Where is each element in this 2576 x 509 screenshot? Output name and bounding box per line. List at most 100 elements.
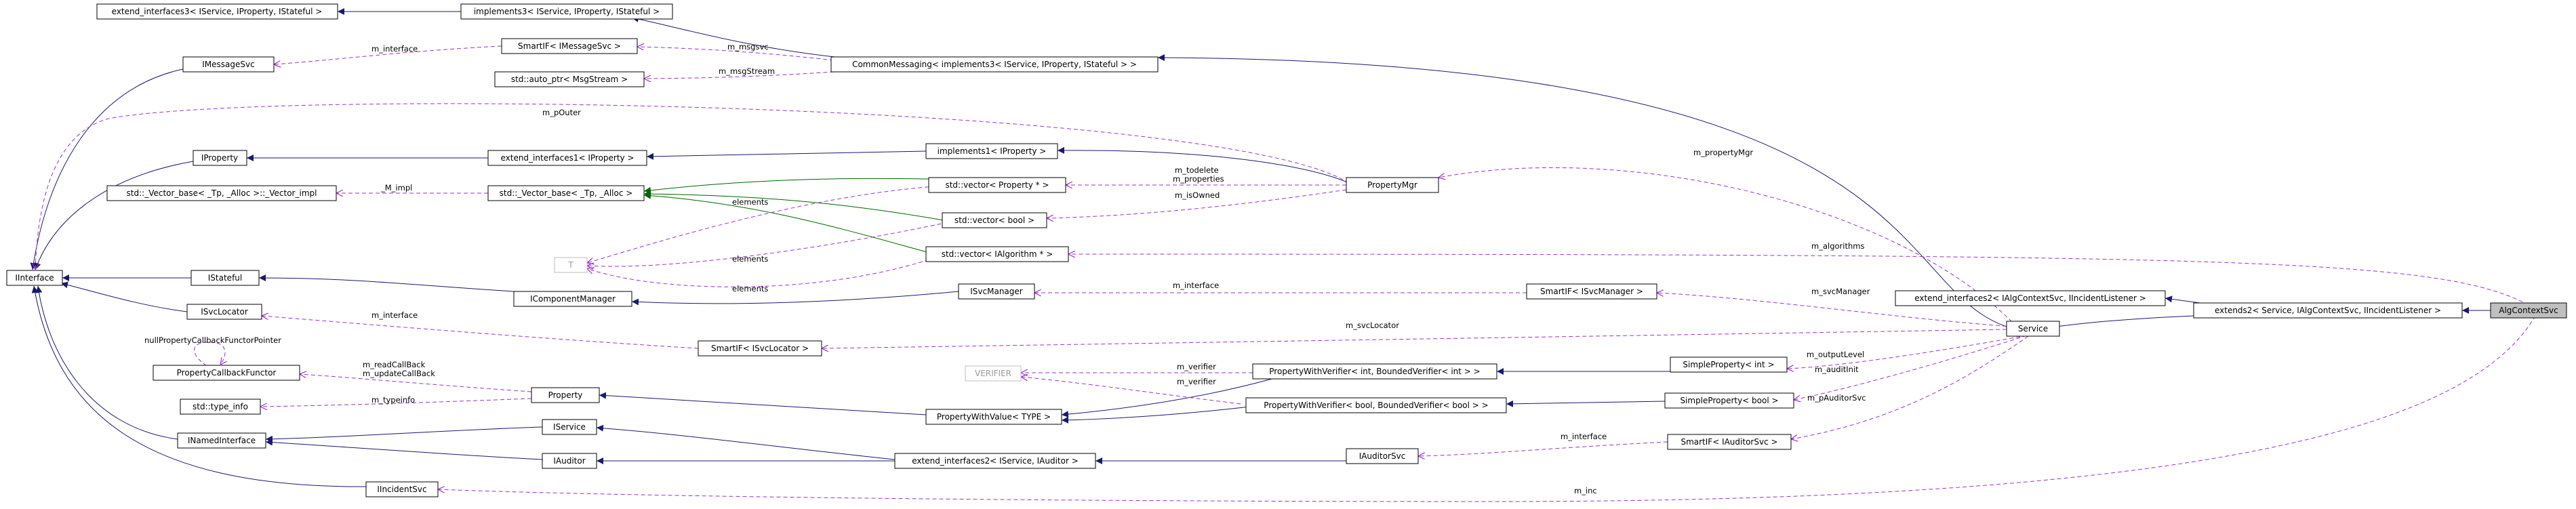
node-implements1[interactable]: implements1< IProperty >: [925, 143, 1058, 159]
svg-text:std::vector< Property * >: std::vector< Property * >: [945, 180, 1049, 190]
node-smartif-imessagesvc[interactable]: SmartIF< IMessageSvc >: [501, 38, 638, 54]
node-algcontextsvc[interactable]: AlgContextSvc: [2490, 302, 2567, 319]
node-propertymgr[interactable]: PropertyMgr: [1346, 177, 1439, 193]
node-extend-interfaces2-algctx[interactable]: extend_interfaces2< IAlgContextSvc, IInc…: [1895, 290, 2166, 306]
svg-text:SimpleProperty< int >: SimpleProperty< int >: [1683, 360, 1774, 369]
node-t[interactable]: T: [554, 257, 588, 273]
edge-pwv-bool-to-verifier: [1021, 377, 1241, 405]
edge-label-m-msgsvc: m_msgsvc: [727, 42, 769, 52]
node-vector-ialgorithm[interactable]: std::vector< IAlgorithm * >: [925, 246, 1069, 262]
node-pwv-bool[interactable]: PropertyWithVerifier< bool, BoundedVerif…: [1245, 397, 1507, 413]
svg-text:ISvcLocator: ISvcLocator: [201, 307, 248, 317]
edge-service-to-propertymgr: [1438, 167, 2017, 327]
svg-text:IService: IService: [553, 422, 586, 432]
edge-isvcmanager-to-icomponentmanager: [631, 291, 959, 306]
svg-text:Property: Property: [548, 390, 583, 400]
edge-iauditor-to-inamedinterface: [265, 439, 543, 460]
edge-label-m-algorithms: m_algorithms: [1811, 241, 1864, 251]
svg-text:SmartIF< ISvcLocator >: SmartIF< ISvcLocator >: [711, 344, 809, 353]
node-extends2[interactable]: extends2< Service, IAlgContextSvc, IInci…: [2193, 302, 2463, 319]
node-vector-base[interactable]: std::_Vector_base< _Tp, _Alloc >: [487, 185, 645, 201]
node-imessagesvc[interactable]: IMessageSvc: [182, 56, 275, 73]
node-smartif-isvclocator[interactable]: SmartIF< ISvcLocator >: [698, 340, 822, 357]
svg-text:IAuditorSvc: IAuditorSvc: [1359, 451, 1406, 461]
node-vector-impl[interactable]: std::_Vector_base< _Tp, _Alloc >::_Vecto…: [106, 185, 337, 201]
svg-text:extend_interfaces2< IAlgContex: extend_interfaces2< IAlgContextSvc, IInc…: [1914, 293, 2146, 303]
edge-label-m-interface-svcmgr: m_interface: [1173, 281, 1219, 290]
node-iinterface[interactable]: IInterface: [6, 270, 63, 286]
svg-text:IIncidentSvc: IIncidentSvc: [377, 485, 426, 494]
node-implements3[interactable]: implements3< IService, IProperty, IState…: [460, 3, 673, 20]
node-smartif-isvcmanager[interactable]: SmartIF< ISvcManager >: [1526, 283, 1657, 300]
node-type-info[interactable]: std::type_info: [180, 399, 261, 415]
node-iincidentsvc[interactable]: IIncidentSvc: [365, 481, 439, 497]
node-iauditor[interactable]: IAuditor: [542, 453, 597, 469]
node-vector-bool[interactable]: std::vector< bool >: [942, 212, 1047, 228]
node-extend-interfaces1[interactable]: extend_interfaces1< IProperty >: [487, 150, 647, 166]
node-iauditorsvc[interactable]: IAuditorSvc: [1346, 448, 1419, 464]
edge-label-m-inc: m_inc: [1574, 486, 1597, 495]
node-simpleproperty-int[interactable]: SimpleProperty< int >: [1670, 357, 1788, 373]
node-inamedinterface[interactable]: INamedInterface: [177, 432, 266, 449]
node-iservice[interactable]: IService: [542, 419, 597, 435]
svg-text:SmartIF< IMessageSvc >: SmartIF< IMessageSvc >: [518, 41, 621, 51]
node-extend-interfaces2-auditor[interactable]: extend_interfaces2< IService, IAuditor >: [894, 453, 1096, 469]
edge-extend-interfaces2-auditor-to-iservice: [596, 424, 895, 460]
edge-smartif-isvclocator-to-isvclocator: [262, 316, 699, 349]
edge-pwv-type-to-property: [599, 392, 927, 415]
node-smartif-iauditorsvc[interactable]: SmartIF< IAuditorSvc >: [1667, 434, 1792, 450]
node-pwv-int[interactable]: PropertyWithVerifier< int, BoundedVerifi…: [1252, 363, 1497, 380]
node-service[interactable]: Service: [2006, 321, 2060, 337]
edge-label-elements-3: elements: [732, 284, 768, 293]
node-isvclocator[interactable]: ISvcLocator: [186, 304, 262, 320]
svg-text:std::vector< bool >: std::vector< bool >: [954, 216, 1034, 225]
node-commonmessaging[interactable]: CommonMessaging< implements3< IService, …: [830, 56, 1159, 73]
svg-text:std::vector< IAlgorithm * >: std::vector< IAlgorithm * >: [942, 249, 1053, 259]
node-extend-interfaces3[interactable]: extend_interfaces3< IService, IProperty,…: [96, 3, 338, 20]
edge-label-m-impl: _M_impl: [380, 183, 412, 192]
node-istateful[interactable]: IStateful: [190, 270, 260, 286]
node-verifier[interactable]: VERIFIER: [965, 365, 1022, 382]
node-property[interactable]: Property: [531, 387, 600, 403]
edge-label-m-pouter: m_pOuter: [542, 108, 581, 117]
node-simpleproperty-bool[interactable]: SimpleProperty< bool >: [1664, 392, 1794, 409]
svg-text:PropertyMgr: PropertyMgr: [1367, 180, 1417, 190]
edge-propertymgr-to-implements1: [1057, 146, 1350, 184]
node-propertycallbackfunctor[interactable]: PropertyCallbackFunctor: [153, 365, 300, 381]
node-vector-property[interactable]: std::vector< Property * >: [928, 177, 1066, 193]
edge-label-m-auditinit: m_auditInit: [1815, 365, 1859, 374]
svg-text:IMessageSvc: IMessageSvc: [202, 60, 254, 69]
svg-text:INamedInterface: INamedInterface: [188, 436, 256, 445]
svg-text:implements3< IService, IProper: implements3< IService, IProperty, IState…: [474, 7, 660, 16]
node-auto-ptr-msgstream[interactable]: std::auto_ptr< MsgStream >: [494, 71, 645, 87]
svg-text:IInterface: IInterface: [15, 273, 54, 283]
edge-icomponentmanager-to-istateful: [258, 274, 515, 292]
svg-text:std::type_info: std::type_info: [193, 402, 248, 411]
edge-label-m-msgstream: m_msgStream: [719, 66, 775, 76]
node-iproperty[interactable]: IProperty: [193, 150, 247, 166]
svg-text:std::auto_ptr< MsgStream >: std::auto_ptr< MsgStream >: [511, 75, 628, 84]
svg-text:extend_interfaces3< IService,: extend_interfaces3< IService, IProperty,…: [112, 7, 323, 16]
edge-propertymgr-to-vector-bool: [1047, 189, 1347, 218]
edge-implements1-to-extend-interfaces1: [646, 150, 927, 160]
edge-property-to-type-info: [260, 398, 532, 407]
node-isvcmanager[interactable]: ISvcManager: [958, 283, 1035, 300]
svg-text:IProperty: IProperty: [201, 153, 238, 163]
svg-text:std::_Vector_base< _Tp, _Alloc: std::_Vector_base< _Tp, _Alloc >: [500, 188, 633, 198]
edge-label-m-properties: m_properties: [1173, 174, 1224, 184]
edge-propertycallbackfunctor-self: [194, 342, 225, 367]
edge-label-m-interface-loc: m_interface: [371, 310, 418, 320]
edge-label-nullpropertycallback: nullPropertyCallbackFunctorPointer: [144, 335, 281, 345]
edge-commonmessaging-to-implements3: [631, 16, 841, 58]
node-icomponentmanager[interactable]: IComponentManager: [513, 291, 632, 307]
edge-label-m-typeinfo: m_typeinfo: [371, 395, 415, 405]
svg-text:implements1< IProperty >: implements1< IProperty >: [938, 146, 1047, 156]
edge-service-to-smartif-iauditorsvc: [1791, 335, 2029, 439]
edge-property-to-propertycallbackfunctor: [300, 374, 532, 392]
edge-algcontextsvc-to-vector-ialgorithm: [1068, 254, 2529, 306]
edge-label-elements-1: elements: [732, 197, 768, 207]
edge-pwv-int-to-pwv-type: [1061, 378, 1275, 418]
edge-label-m-svcmanager: m_svcManager: [1811, 287, 1870, 296]
node-pwv-type[interactable]: PropertyWithValue< TYPE >: [925, 409, 1062, 425]
